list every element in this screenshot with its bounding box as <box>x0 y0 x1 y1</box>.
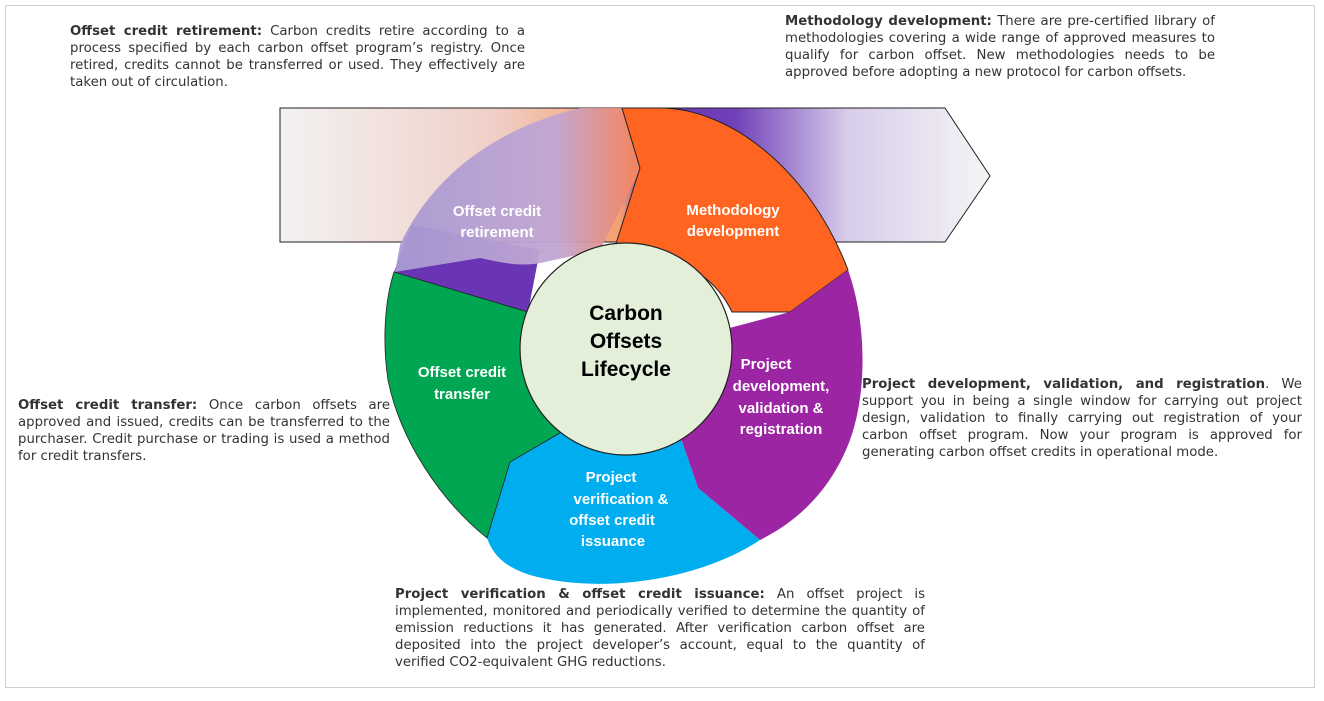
center-label-3: Lifecycle <box>581 358 671 381</box>
label-retirement-2: retirement <box>460 224 533 241</box>
label-transfer-1: Offset credit <box>418 364 506 381</box>
label-methodology-2: development <box>687 223 780 240</box>
description-development-text: . We support you in being a single windo… <box>862 377 1302 460</box>
label-retirement-1: Offset credit <box>453 203 541 220</box>
description-verification-title: Project verification & offset credit iss… <box>395 587 765 602</box>
description-retirement-text: Carbon credits retire according to a pro… <box>70 24 526 90</box>
description-transfer-text: Once carbon offsets are approved and iss… <box>18 398 390 464</box>
segment-verification <box>487 430 760 584</box>
label-verification-4: issuance <box>581 533 645 550</box>
description-verification: Project verification & offset credit iss… <box>395 586 925 671</box>
label-transfer-2: transfer <box>434 386 490 403</box>
label-development-1: Project <box>741 356 792 373</box>
diagram-frame <box>5 5 1315 688</box>
description-methodology-text: There are pre-certified library of metho… <box>785 14 1215 80</box>
segment-retirement <box>395 108 640 272</box>
label-development-2: development, <box>733 378 830 395</box>
description-transfer: Offset credit transfer: Once carbon offs… <box>18 397 390 465</box>
center-label-1: Carbon <box>589 302 663 325</box>
label-verification-1: Project <box>586 469 637 486</box>
description-transfer-title: Offset credit transfer: <box>18 398 198 413</box>
description-development: Project development, validation, and reg… <box>862 376 1302 461</box>
description-development-title: Project development, validation, and reg… <box>862 377 1266 392</box>
center-circle <box>519 242 733 456</box>
description-methodology-title: Methodology development: <box>785 14 992 29</box>
label-development-4: registration <box>740 421 823 438</box>
description-methodology: Methodology development: There are pre-c… <box>785 13 1215 81</box>
label-development-3: validation & <box>738 400 823 417</box>
description-retirement: Offset credit retirement: Carbon credits… <box>70 23 525 91</box>
description-retirement-title: Offset credit retirement: <box>70 24 263 39</box>
label-methodology-1: Methodology <box>686 202 780 219</box>
description-verification-text: An offset project is implemented, monito… <box>395 587 925 670</box>
center-label-2: Offsets <box>590 330 662 353</box>
label-verification-3: offset credit <box>569 512 655 529</box>
label-verification-2: verification & <box>573 491 668 508</box>
